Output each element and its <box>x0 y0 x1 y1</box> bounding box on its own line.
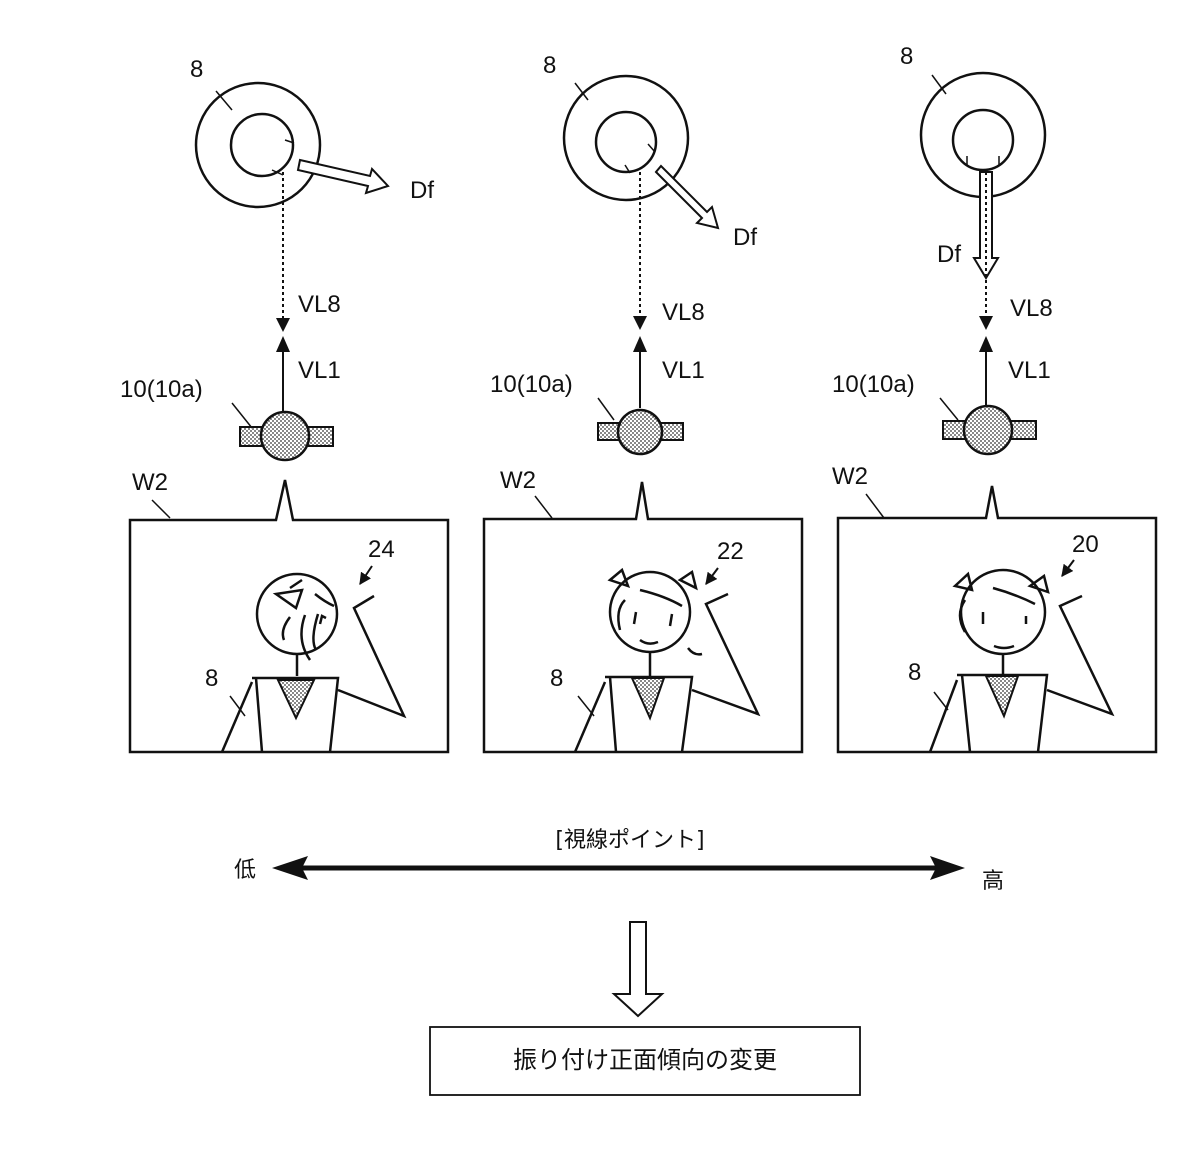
panel-high: 8 Df VL8 VL1 10(10a) W2 <box>832 43 1158 754</box>
scale-high-label: 高 <box>982 869 1004 894</box>
df-label: Df <box>733 224 757 251</box>
down-arrow-icon <box>611 921 665 1018</box>
preview-window <box>128 479 450 754</box>
window-label: W2 <box>832 463 868 490</box>
person-label: 8 <box>543 52 556 79</box>
overhead-person <box>194 81 322 209</box>
subject-label: 8 <box>205 665 218 692</box>
arrowhead-icon <box>276 336 290 352</box>
subject-label: 8 <box>550 665 563 692</box>
arrow-right-icon <box>930 856 965 880</box>
window-label: W2 <box>500 467 536 494</box>
image-ref-label: 24 <box>368 536 395 563</box>
camera-label: 10(10a) <box>120 376 203 403</box>
camera-icon <box>942 404 1037 456</box>
arrow-left-icon <box>272 856 308 880</box>
person-label: 8 <box>900 43 913 70</box>
face-direction-arrow <box>972 171 1000 280</box>
face-direction-arrow <box>296 158 390 195</box>
vl8-label: VL8 <box>1010 295 1053 322</box>
scale-title: [視線ポイント] <box>555 828 704 853</box>
vl1-label: VL1 <box>298 357 341 384</box>
camera-label: 10(10a) <box>832 371 915 398</box>
subject-label: 8 <box>908 659 921 686</box>
arrowhead-icon <box>633 336 647 352</box>
panel-low: 8 Df VL8 VL1 10(10a) W2 <box>120 56 450 754</box>
image-ref-label: 20 <box>1072 531 1099 558</box>
preview-window <box>482 481 804 754</box>
arrowhead-icon <box>979 336 993 352</box>
vl1-label: VL1 <box>1008 357 1051 384</box>
subject-figure-front <box>928 568 1115 753</box>
result-text: 振り付け正面傾向の変更 <box>513 1046 777 1074</box>
camera-label: 10(10a) <box>490 371 573 398</box>
camera-icon <box>597 408 684 456</box>
preview-window <box>836 485 1158 754</box>
person-label: 8 <box>190 56 203 83</box>
vl1-label: VL1 <box>662 357 705 384</box>
result-box <box>429 1026 861 1096</box>
df-label: Df <box>410 177 434 204</box>
gaze-point-scale: [視線ポイント] 低 高 <box>234 828 1004 894</box>
subject-figure-diagonal <box>573 567 761 753</box>
arrowhead-icon <box>633 316 647 330</box>
vl8-label: VL8 <box>662 299 705 326</box>
scale-low-label: 低 <box>234 858 256 883</box>
df-label: Df <box>937 241 961 268</box>
arrowhead-icon <box>979 316 993 330</box>
arrowhead-icon <box>276 318 290 332</box>
camera-icon <box>239 410 334 462</box>
face-direction-arrow <box>654 164 720 230</box>
vl8-label: VL8 <box>298 291 341 318</box>
window-label: W2 <box>132 469 168 496</box>
subject-figure-side <box>220 572 407 753</box>
image-ref-label: 22 <box>717 538 744 565</box>
panel-mid: 8 Df VL8 VL1 10(10a) W2 <box>482 52 804 754</box>
overhead-person <box>562 74 690 202</box>
